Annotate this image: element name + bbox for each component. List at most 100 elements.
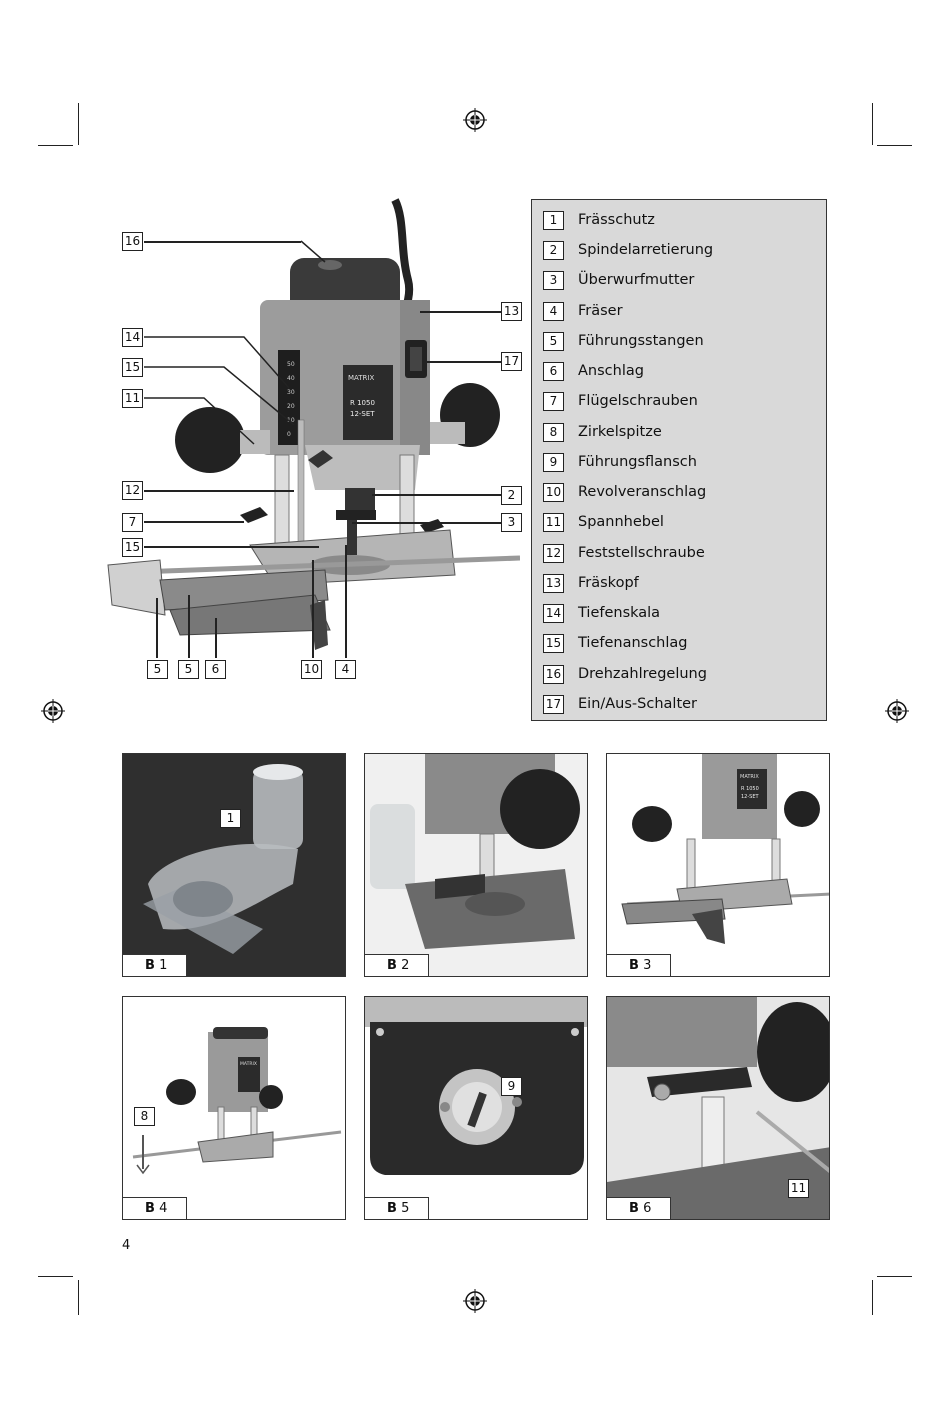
legend-label: Feststellschraube: [578, 545, 705, 561]
legend-number: 1: [543, 210, 564, 230]
panel-callout-11: 11: [788, 1179, 809, 1198]
router-with-guide-illustration: MATRIX R 1050 12-SET: [607, 754, 829, 976]
crop-mark: [877, 1276, 912, 1277]
callout-7: 7: [122, 513, 143, 532]
legend-item: 16 Drehzahlregelung: [543, 664, 707, 684]
leader-line: [144, 546, 319, 548]
photo-panel-b3: MATRIX R 1050 12-SET B 3: [606, 753, 830, 977]
caption-number: 5: [401, 1201, 410, 1216]
leader-line: [300, 240, 326, 263]
caption-prefix: B: [387, 958, 397, 973]
legend-label: Führungsflansch: [578, 454, 697, 470]
legend-number: 10: [543, 482, 564, 502]
router-with-compass-illustration: MATRIX: [123, 997, 345, 1219]
callout-15-lower: 15: [122, 538, 143, 557]
legend-label: Fräser: [578, 303, 623, 319]
legend-label: Fräskopf: [578, 575, 639, 591]
legend-number: 15: [543, 633, 564, 653]
page-number: 4: [122, 1238, 131, 1253]
callout-17: 17: [501, 352, 522, 371]
callout-13: 13: [501, 302, 522, 321]
legend-number: 12: [543, 543, 564, 563]
leader-line: [144, 241, 301, 243]
legend-number: 2: [543, 240, 564, 260]
crop-mark: [872, 103, 873, 145]
caption-prefix: B: [629, 958, 639, 973]
legend-label: Spindelarretierung: [578, 242, 714, 258]
legend-number: 16: [543, 664, 564, 684]
depth-scale-40: 40: [287, 375, 295, 382]
device-model-text: R 1050: [350, 399, 375, 407]
photo-panel-b6: 11 B 6: [606, 996, 830, 1220]
leader-line: [144, 336, 290, 389]
panel-caption: B 6: [607, 1197, 671, 1219]
callout-2: 2: [501, 486, 522, 505]
callout-10: 10: [301, 660, 322, 679]
callout-11: 11: [122, 389, 143, 408]
panel-device-brand: MATRIX: [740, 774, 759, 780]
legend-number: 7: [543, 391, 564, 411]
legend-label: Drehzahlregelung: [578, 666, 707, 682]
panel-device-set: 12-SET: [741, 794, 759, 800]
leader-line: [144, 490, 294, 492]
registration-mark-icon: [463, 1289, 487, 1313]
caption-number: 3: [643, 958, 652, 973]
photo-panel-b2: B 2: [364, 753, 588, 977]
caption-prefix: B: [387, 1201, 397, 1216]
router-closeup-illustration: [365, 754, 587, 976]
legend-label: Spannhebel: [578, 514, 664, 530]
caption-number: 2: [401, 958, 410, 973]
router-illustration: MATRIX R 1050 12-SET 50 40 30 20 10 0: [107, 198, 520, 650]
callout-6: 6: [205, 660, 226, 679]
leader-line: [312, 560, 314, 658]
crop-mark: [78, 103, 79, 145]
legend-label: Zirkelspitze: [578, 424, 662, 440]
legend-label: Tiefenskala: [578, 605, 661, 621]
leader-line: [372, 494, 501, 496]
legend-item: 8 Zirkelspitze: [543, 422, 662, 442]
clamping-lever-illustration: [607, 997, 829, 1219]
legend-number: 6: [543, 361, 564, 381]
legend-number: 8: [543, 422, 564, 442]
leader-line: [425, 361, 501, 363]
dust-guard-illustration: [123, 754, 345, 976]
legend-number: 5: [543, 331, 564, 351]
registration-mark-icon: [41, 699, 65, 723]
caption-number: 6: [643, 1201, 652, 1216]
callout-16: 16: [122, 232, 143, 251]
device-set-text: 12-SET: [350, 410, 375, 418]
legend-number: 14: [543, 603, 564, 623]
photo-panel-b5: 9 B 5: [364, 996, 588, 1220]
leader-line: [144, 366, 295, 426]
depth-scale-30: 30: [287, 389, 295, 396]
panel-device-brand: MATRIX: [240, 1061, 257, 1067]
leader-line: [420, 311, 501, 313]
legend-label: Ein/Aus-Schalter: [578, 696, 698, 712]
legend-number: 17: [543, 694, 564, 714]
legend-label: Frässchutz: [578, 212, 655, 228]
crop-mark: [78, 1280, 79, 1315]
legend-label: Revolveranschlag: [578, 484, 707, 500]
leader-line: [352, 522, 501, 524]
callout-14: 14: [122, 328, 143, 347]
legend-number: 9: [543, 452, 564, 472]
caption-number: 1: [159, 958, 168, 973]
legend-item: 2 Spindelarretierung: [543, 240, 713, 260]
crop-mark: [872, 1280, 873, 1315]
legend-item: 14 Tiefenskala: [543, 603, 660, 623]
leader-line: [215, 618, 217, 658]
caption-prefix: B: [145, 1201, 155, 1216]
callout-3: 3: [501, 513, 522, 532]
legend-item: 1 Frässchutz: [543, 210, 655, 230]
caption-prefix: B: [629, 1201, 639, 1216]
panel-caption: B 3: [607, 954, 671, 976]
caption-prefix: B: [145, 958, 155, 973]
leader-line: [345, 545, 347, 658]
panel-caption: B 2: [365, 954, 429, 976]
panel-callout-8: 8: [134, 1107, 155, 1126]
device-brand-text: MATRIX: [348, 374, 374, 382]
legend-label: Anschlag: [578, 363, 644, 379]
panel-caption: B 4: [123, 1197, 187, 1219]
